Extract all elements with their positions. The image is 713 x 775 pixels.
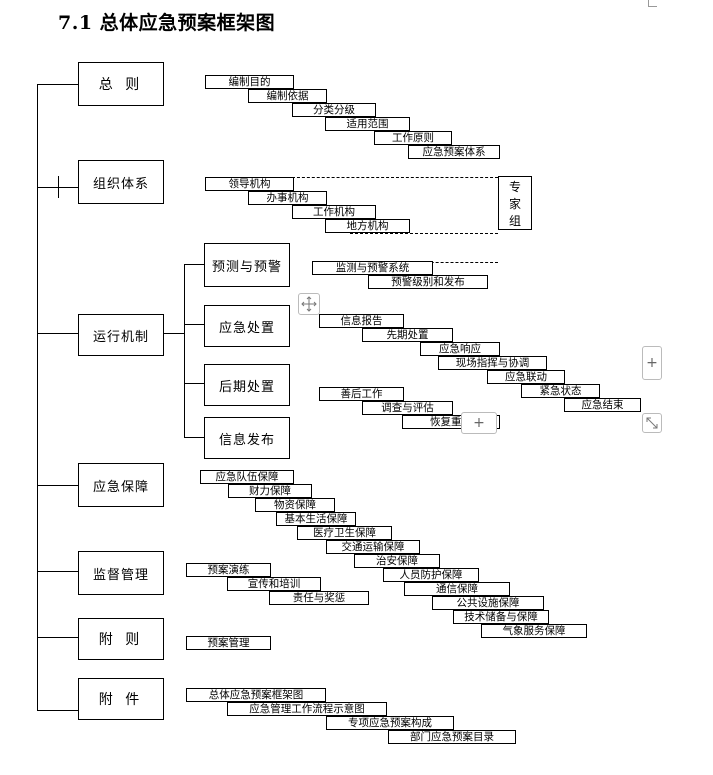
subsection-xinxi: 信息发布: [204, 417, 290, 459]
list-item: 专项应急预案构成: [326, 716, 454, 730]
branch-line: [184, 264, 185, 437]
list-item: 基本生活保障: [276, 512, 356, 526]
list-item: 工作原则: [374, 131, 452, 145]
expert-char: 组: [508, 213, 521, 228]
connector-line: [37, 84, 78, 85]
list-item: 物资保障: [255, 498, 335, 512]
subsection-yuce: 预测与预警: [204, 243, 290, 287]
move-handle[interactable]: [298, 293, 320, 315]
connector-line: [37, 187, 78, 188]
list-item: 领导机构: [205, 177, 294, 191]
section-fuze: 附 则: [78, 618, 164, 660]
list-item: 技术储备与保障: [453, 610, 549, 624]
section-zongze: 总 则: [78, 62, 164, 106]
list-item: 办事机构: [248, 191, 327, 205]
list-item: 预警级别和发布: [368, 275, 488, 289]
add-handle[interactable]: +: [461, 412, 497, 434]
list-item: 预案管理: [186, 636, 271, 650]
list-item: 医疗卫生保障: [297, 526, 392, 540]
list-item: 分类分级: [292, 103, 376, 117]
list-item: 善后工作: [319, 387, 404, 401]
list-item: 调查与评估: [362, 401, 453, 415]
expert-char: 专: [508, 179, 521, 194]
list-item: 财力保障: [228, 484, 312, 498]
list-item: 信息报告: [319, 314, 404, 328]
move-arrows-icon: [301, 296, 317, 312]
list-item: 责任与奖惩: [269, 591, 369, 605]
connector-line: [37, 333, 78, 334]
section-yunxing: 运行机制: [78, 314, 164, 356]
connector-line: [37, 485, 78, 486]
list-item: 现场指挥与协调: [438, 356, 547, 370]
section-fujian: 附 件: [78, 678, 164, 720]
resize-diagonal-icon: [646, 417, 658, 429]
list-item: 气象服务保障: [481, 624, 587, 638]
connector-line: [184, 264, 204, 265]
list-item: 部门应急预案目录: [388, 730, 516, 744]
trunk-line: [37, 84, 38, 710]
list-item: 先期处置: [362, 328, 453, 342]
connector-line: [184, 383, 204, 384]
list-item: 应急联动: [487, 370, 565, 384]
subsection-chuzhi: 应急处置: [204, 305, 290, 347]
page-title: 7.1 总体应急预案框架图: [58, 12, 276, 34]
list-item: 人员防护保障: [383, 568, 479, 582]
plus-icon: +: [646, 355, 658, 371]
list-item: 宣传和培训: [227, 577, 321, 591]
connector-line: [184, 437, 204, 438]
section-baozhang: 应急保障: [78, 463, 164, 507]
list-item: 适用范围: [325, 117, 410, 131]
list-item: 编制依据: [248, 89, 327, 103]
list-item: 预案演练: [186, 563, 271, 577]
list-item: 应急预案体系: [408, 145, 500, 159]
list-item: 应急响应: [420, 342, 500, 356]
list-item: 公共设施保障: [432, 596, 544, 610]
connector-line: [162, 333, 184, 334]
plus-icon: +: [473, 415, 485, 431]
connector-line: [184, 324, 204, 325]
section-jiandu: 监督管理: [78, 551, 164, 595]
dashed-line: [350, 233, 498, 234]
list-item: 地方机构: [325, 219, 410, 233]
subsection-houqi: 后期处置: [204, 364, 290, 406]
list-item: 编制目的: [205, 75, 294, 89]
dashed-line: [292, 177, 498, 178]
list-item: 紧急状态: [521, 384, 600, 398]
list-item: 应急队伍保障: [200, 470, 294, 484]
cross-mark: [58, 176, 59, 198]
list-item: 治安保障: [354, 554, 440, 568]
connector-line: [37, 710, 78, 711]
list-item: 交通运输保障: [326, 540, 420, 554]
list-item: 监测与预警系统: [312, 261, 433, 275]
expert-group-box: 专 家 组: [498, 176, 532, 230]
list-item: 总体应急预案框架图: [186, 688, 326, 702]
list-item: 应急结束: [564, 398, 641, 412]
list-item: 应急管理工作流程示意图: [227, 702, 387, 716]
connector-line: [37, 571, 78, 572]
add-handle-right[interactable]: +: [642, 346, 662, 380]
corner-mark: [648, 0, 657, 7]
expert-char: 家: [508, 196, 521, 211]
list-item: 工作机构: [292, 205, 376, 219]
connector-line: [37, 637, 78, 638]
section-zuzhi: 组织体系: [78, 160, 164, 204]
list-item: 通信保障: [404, 582, 510, 596]
resize-handle[interactable]: [642, 413, 662, 433]
